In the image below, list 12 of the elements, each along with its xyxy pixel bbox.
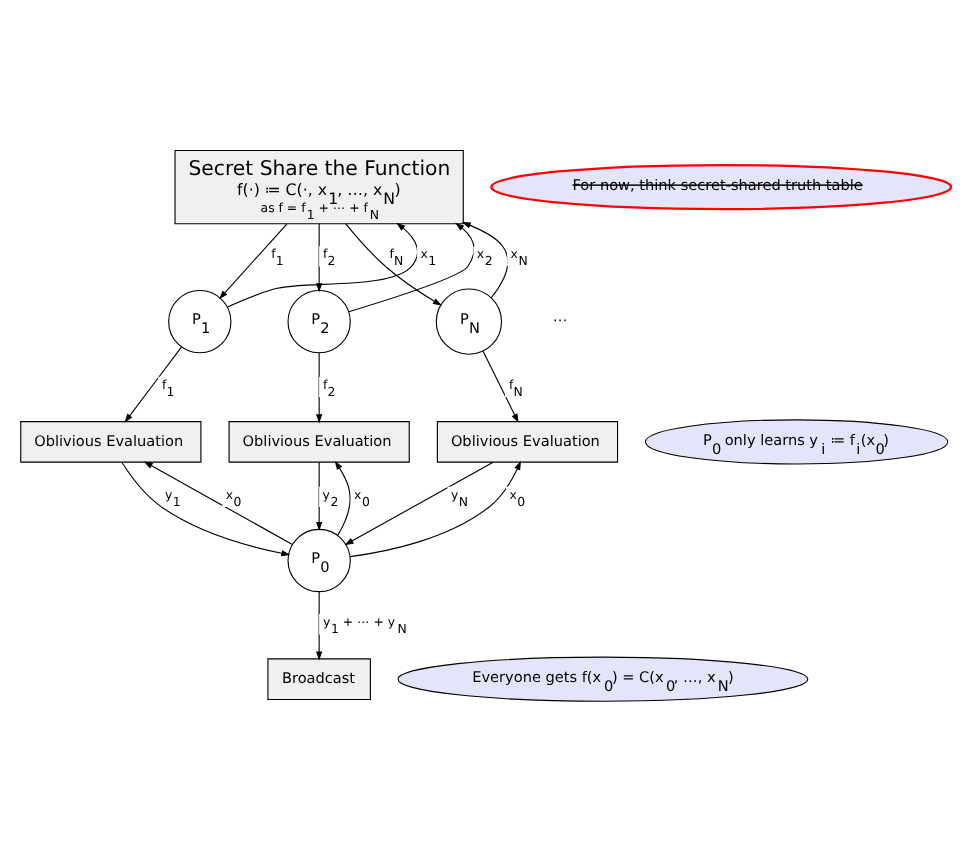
arrow: [316, 223, 323, 293]
arrow: [124, 346, 183, 423]
arrow: [344, 461, 494, 546]
arrow: [226, 222, 419, 308]
arrow: [316, 352, 323, 424]
arrow: [121, 461, 291, 557]
arrow: [334, 460, 351, 536]
arrow: [316, 461, 323, 531]
arrow: [482, 350, 519, 423]
arrow: [348, 222, 475, 313]
arrow: [143, 461, 293, 545]
arrow: [461, 221, 509, 299]
